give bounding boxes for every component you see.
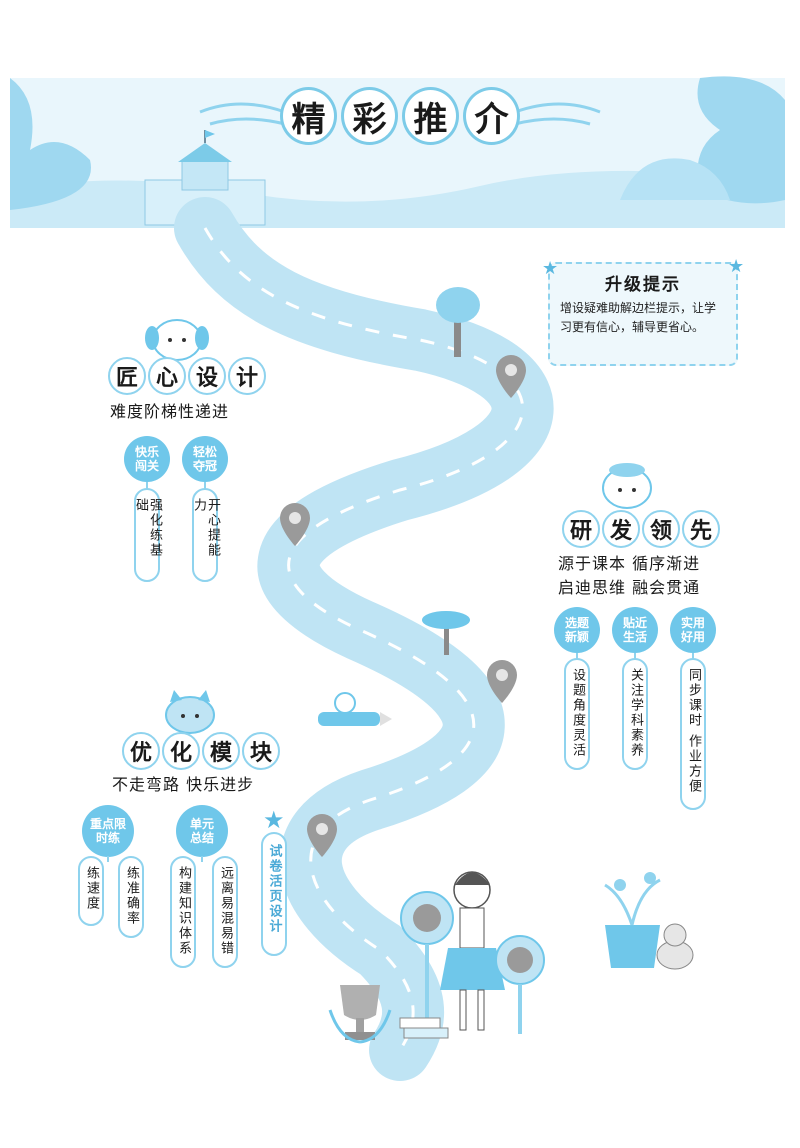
ornament-left-icon [199,102,286,126]
feature-pill: 练速度 [78,856,104,926]
section-subtitle: 启迪思维 融会贯通 [558,578,701,597]
section-title-char: 领 [642,510,680,548]
section-subtitle: 难度阶梯性递进 [110,402,230,421]
connector-line [692,653,694,661]
books-icon [399,1017,449,1039]
feature-pill: 关注学科素养 [622,658,648,770]
connector-line [107,856,109,862]
map-pin-icon [487,660,517,703]
section-title-char: 心 [148,357,186,395]
section-title-char: 模 [202,732,240,770]
section-title-char: 先 [682,510,720,548]
dog-mascot-icon [145,319,209,361]
test-paper-pill: 试卷活页设计 [261,832,287,956]
tree-icon [422,611,470,655]
connector-line [576,653,578,661]
feature-badge: 贴近生活 [612,607,658,653]
page-title: 精 彩 推 介 [280,85,520,147]
map-pin-icon [307,814,337,857]
cat-mascot-icon [165,690,215,734]
feature-pill: 强化练基础 [133,488,162,582]
feature-pill: 同步课时 作业方便 [680,658,706,810]
section-title-char: 计 [228,357,266,395]
section-subtitle: 不走弯路 快乐进步 [112,775,255,794]
section-title-char: 优 [122,732,160,770]
connector-line [201,856,203,862]
girl-illustration [440,871,505,1031]
section-title-char: 发 [602,510,640,548]
feature-pill: 设题角度灵活 [564,658,590,770]
title-char: 精 [280,87,337,145]
map-pin-icon [496,355,526,398]
feature-pill: 开心提能力 [191,488,220,582]
section-title-module: 优 化 模 块 [122,732,280,770]
trophy-icon [328,985,392,1044]
upgrade-tip-box: 升级提示 增设疑难助解边栏提示，让学习更有信心，辅导更省心。 [548,262,738,366]
section-subtitle: 源于课本 循序渐进 [558,554,701,573]
connector-line [146,482,148,490]
feature-badge: 重点限时练 [82,805,134,857]
title-char: 介 [463,87,520,145]
tip-title: 升级提示 [605,275,681,295]
tip-body: 增设疑难助解边栏提示，让学习更有信心，辅导更省心。 [560,301,717,334]
section-title-char: 匠 [108,357,146,395]
feature-pill: 练准确率 [118,856,144,938]
title-char: 推 [402,87,459,145]
section-title-char: 设 [188,357,226,395]
section-title-char: 研 [562,510,600,548]
map-pin-icon [280,503,310,546]
connector-line [634,653,636,661]
cat-icon [656,923,694,970]
section-title-char: 块 [242,732,280,770]
feature-badge: 实用好用 [670,607,716,653]
connector-line [204,482,206,490]
section-title-research: 研 发 领 先 [562,510,720,548]
star-icon: ★ [263,806,285,834]
ornament-right-icon [514,102,601,126]
star-icon: ★ [728,256,745,277]
pencil-kid-icon [318,692,392,726]
tree-icon [436,287,480,357]
feature-pill: 构建知识体系 [170,856,196,968]
section-title-char: 化 [162,732,200,770]
feature-badge: 快乐闯关 [124,436,170,482]
feature-badge: 轻松夺冠 [182,436,228,482]
feature-pill: 远离易混易错 [212,856,238,968]
feature-badge: 选题新颖 [554,607,600,653]
star-icon: ★ [542,258,559,279]
sunflower-icon [495,935,545,1034]
section-title-craft: 匠 心 设 计 [108,357,266,395]
feature-badge: 单元总结 [176,805,228,857]
sheep-mascot-icon [602,463,652,509]
flower-pot-icon [604,872,661,968]
sunflower-icon [400,891,454,1034]
title-char: 彩 [341,87,398,145]
